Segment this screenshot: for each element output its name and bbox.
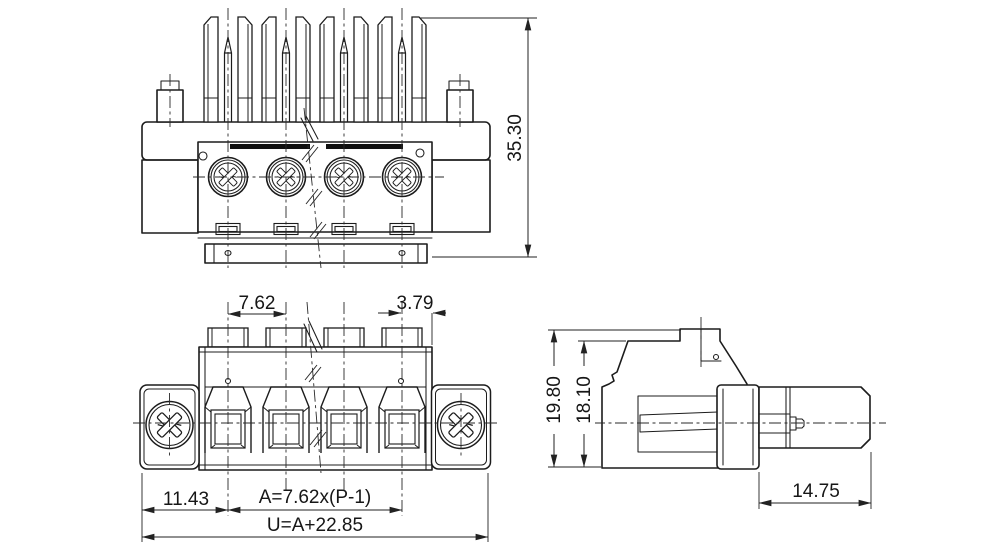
front-bottom-rail xyxy=(204,243,428,264)
side-view: 19.80 18.10 14.75 xyxy=(543,317,886,509)
bottom-view: 7.62 3.79 11.43 A=7.62x(P-1) U=A+22.85 xyxy=(133,293,497,542)
bottom-break-line xyxy=(303,301,327,474)
dim-left-offset: 11.43 xyxy=(141,473,229,542)
dim-label-half-pitch: 3.79 xyxy=(397,293,434,314)
dim-side-outer-height: 19.80 xyxy=(543,329,681,468)
side-screw-shaft xyxy=(758,413,805,434)
front-view: 35.30 xyxy=(141,8,537,269)
front-break-line xyxy=(300,107,327,269)
dim-label-side-outer-height: 19.80 xyxy=(544,376,565,424)
front-slot-shadow xyxy=(230,144,310,149)
dim-side-inner-height: 18.10 xyxy=(573,340,626,468)
dim-label-length-u: U=A+22.85 xyxy=(267,515,363,536)
dim-label-pitch: 7.62 xyxy=(239,293,276,314)
dim-label-left-offset: 11.43 xyxy=(163,489,209,510)
side-screw-sleeve xyxy=(758,386,871,449)
right-flange-screw xyxy=(432,385,491,469)
dim-flange-length: 14.75 xyxy=(758,452,872,509)
front-left-boss xyxy=(156,74,184,127)
dim-front-height: 35.30 xyxy=(420,17,537,258)
dim-half-pitch: 3.79 xyxy=(378,293,446,345)
dim-label-side-inner-height: 18.10 xyxy=(574,376,595,424)
dim-length-u: U=A+22.85 xyxy=(141,473,489,542)
dim-label-flange-length: 14.75 xyxy=(792,481,840,502)
dim-label-front-height: 35.30 xyxy=(505,114,526,162)
front-right-boss xyxy=(446,74,474,127)
left-flange-screw xyxy=(140,385,199,469)
pin-towers xyxy=(203,16,427,123)
dim-label-length-a: A=7.62x(P-1) xyxy=(259,487,371,508)
dim-length-a: A=7.62x(P-1) xyxy=(227,487,403,514)
dim-pitch: 7.62 xyxy=(227,293,287,318)
front-slot-shadow xyxy=(326,144,403,149)
